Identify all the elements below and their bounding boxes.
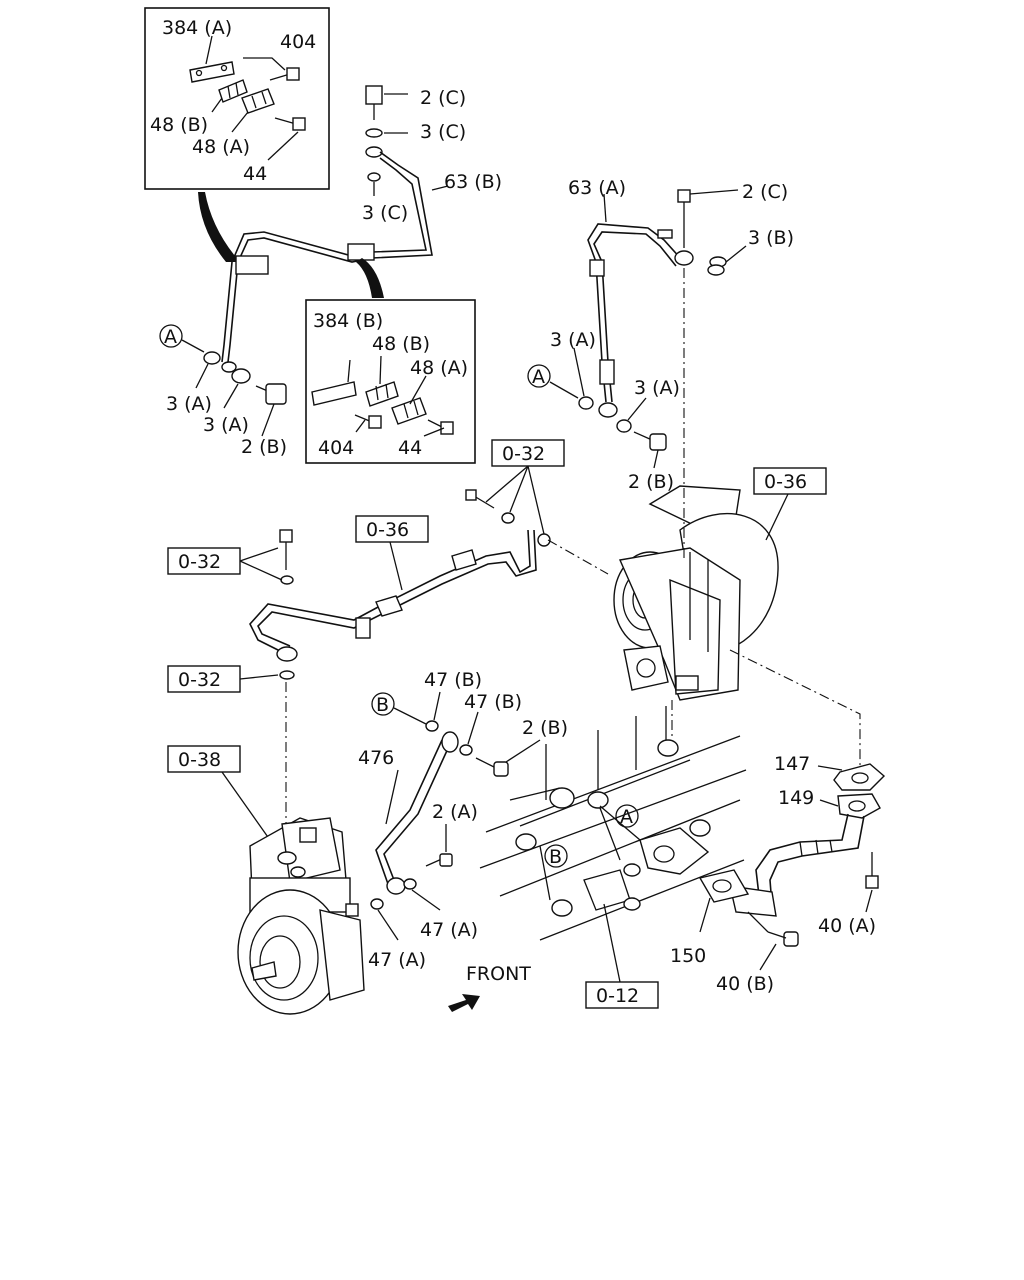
- air-compressor: [237, 817, 365, 1015]
- label-2b-lower: 2 (B): [522, 717, 568, 739]
- centerline-turbo-right: [729, 649, 861, 770]
- label-3c-lower: 3 (C): [362, 202, 408, 224]
- label-44-upper: 44: [243, 163, 267, 185]
- callout-arrow-middle: [356, 258, 384, 298]
- ref-box-0-32-top: 0-32: [485, 439, 565, 535]
- callout-arrow-upper: [198, 192, 240, 262]
- svg-text:0-32: 0-32: [502, 443, 545, 465]
- label-3c-top: 3 (C): [420, 121, 466, 143]
- label-404-upper: 404: [280, 31, 316, 53]
- turbocharger: [613, 485, 779, 701]
- svg-text:A: A: [620, 806, 633, 828]
- inset-box-middle-clip: [305, 299, 476, 464]
- pipe-63a: [587, 189, 747, 418]
- label-384b: 384 (B): [313, 310, 383, 332]
- label-150: 150: [670, 945, 706, 967]
- label-3b: 3 (B): [748, 227, 794, 249]
- label-149: 149: [778, 787, 814, 809]
- svg-text:0-32: 0-32: [178, 551, 221, 573]
- ref-box-0-36-turbo: 0-36: [753, 467, 827, 541]
- pipe-63b: [221, 85, 449, 373]
- label-48a-upper: 48 (A): [192, 136, 250, 158]
- label-44-middle: 44: [398, 437, 422, 459]
- label-47a-2: 47 (A): [368, 949, 426, 971]
- label-47b-1: 47 (B): [424, 669, 482, 691]
- label-63a: 63 (A): [568, 177, 626, 199]
- label-47a-1: 47 (A): [420, 919, 478, 941]
- svg-text:A: A: [164, 326, 177, 348]
- label-48a-middle: 48 (A): [410, 357, 468, 379]
- ref-box-0-32-left-1: 0-32: [167, 547, 283, 581]
- label-3a-right-1: 3 (A): [550, 329, 596, 351]
- circled-marker-b-upper: B: [371, 692, 427, 725]
- svg-text:0-32: 0-32: [178, 669, 221, 691]
- label-2a: 2 (A): [432, 801, 478, 823]
- pipe-149: [698, 763, 886, 971]
- label-48b-upper: 48 (B): [150, 114, 208, 136]
- circled-marker-a-right: A: [527, 364, 579, 399]
- label-40b: 40 (B): [716, 973, 774, 995]
- ref-box-0-38: 0-38: [167, 745, 271, 841]
- label-2c-right: 2 (C): [742, 181, 788, 203]
- label-384a: 384 (A): [162, 17, 232, 39]
- svg-text:A: A: [532, 366, 545, 388]
- label-3a-left-1: 3 (A): [166, 393, 212, 415]
- circled-marker-a-left: A: [159, 324, 205, 353]
- svg-text:0-36: 0-36: [764, 471, 807, 493]
- ref-box-0-36-pipe: 0-36: [355, 515, 429, 591]
- ref-box-0-32-left-2: 0-32: [167, 665, 279, 693]
- circled-marker-b-block: B: [544, 844, 568, 868]
- front-label: FRONT: [466, 963, 531, 985]
- label-47b-2: 47 (B): [464, 691, 522, 713]
- label-3a-left-2: 3 (A): [203, 414, 249, 436]
- left-pipe-fasteners: [195, 351, 287, 437]
- label-147: 147: [774, 753, 810, 775]
- right-pipe-fasteners: [573, 347, 667, 469]
- label-2c-top: 2 (C): [420, 87, 466, 109]
- engine-block: [479, 706, 747, 941]
- label-48b-middle: 48 (B): [372, 333, 430, 355]
- compressor-oil-pipe: [249, 489, 551, 680]
- inset-box-upper-clip: [144, 7, 330, 190]
- front-arrow-icon: [448, 994, 480, 1012]
- svg-text:0-38: 0-38: [178, 749, 221, 771]
- label-476: 476: [358, 747, 394, 769]
- label-2b-left: 2 (B): [241, 436, 287, 458]
- ref-box-0-12: 0-12: [585, 903, 659, 1009]
- label-40a: 40 (A): [818, 915, 876, 937]
- label-3a-right-2: 3 (A): [634, 377, 680, 399]
- circled-marker-a-block: A: [615, 804, 639, 828]
- pipe-476: [370, 691, 541, 941]
- svg-text:0-12: 0-12: [596, 985, 639, 1007]
- svg-text:B: B: [376, 694, 389, 716]
- label-2b-right: 2 (B): [628, 471, 674, 493]
- centerline-turbo-left: [547, 539, 609, 575]
- svg-text:0-36: 0-36: [366, 519, 409, 541]
- label-63b: 63 (B): [444, 171, 502, 193]
- label-404-middle: 404: [318, 437, 354, 459]
- svg-text:B: B: [549, 846, 562, 868]
